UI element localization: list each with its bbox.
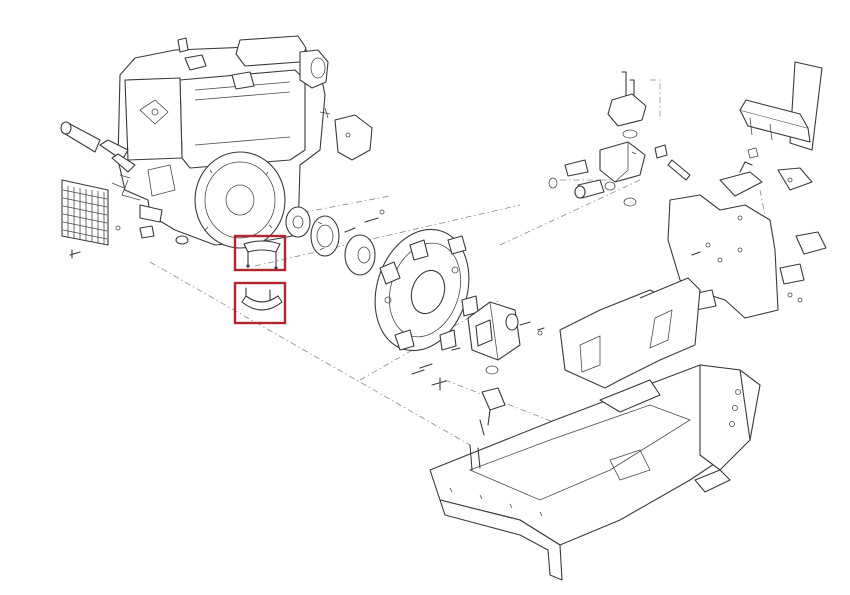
bearing-shell-upper (233, 234, 287, 272)
highlight-box-lower (233, 281, 287, 325)
main-frame (429, 277, 761, 581)
handle-bracket (719, 61, 823, 197)
coupling-parts (285, 206, 385, 276)
valve-block (548, 71, 691, 207)
exhaust-muffler (60, 121, 136, 189)
bearing-shell-lower (233, 281, 287, 325)
air-grille (61, 179, 189, 259)
hydraulic-pump (467, 301, 545, 436)
engine-assembly (117, 35, 329, 249)
flywheel-housing (374, 228, 479, 391)
engine-bracket (319, 107, 373, 161)
highlight-box-upper (233, 234, 287, 272)
